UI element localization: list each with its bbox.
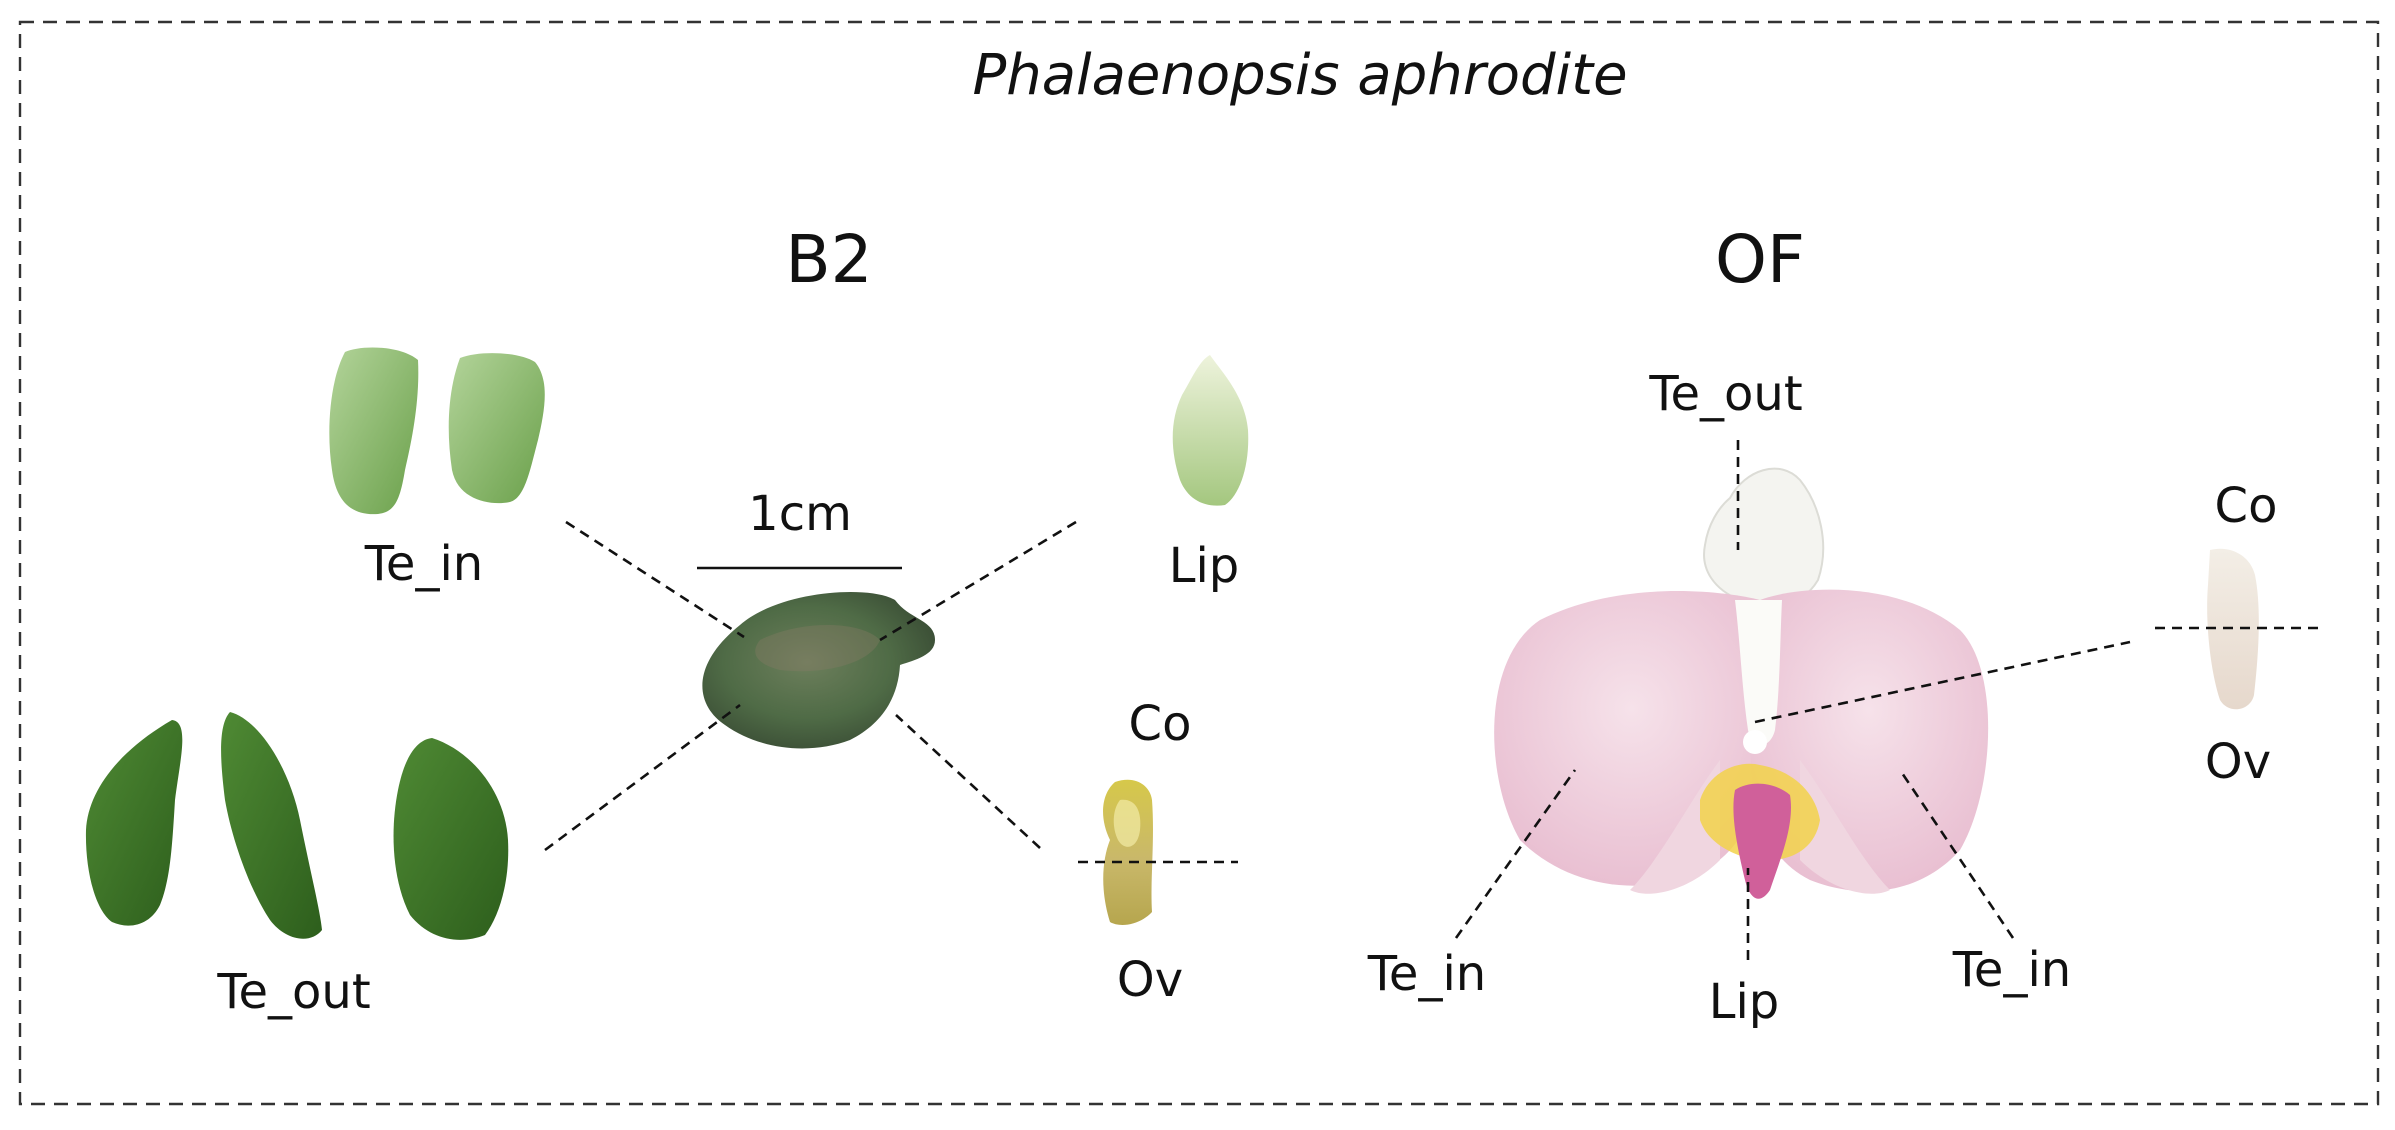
of-lateral-sepal-right xyxy=(1800,760,1890,894)
of-co-label: Co xyxy=(2215,478,2278,534)
of-ov-label: Ov xyxy=(2205,734,2271,790)
figure-title: Phalaenopsis aphrodite xyxy=(972,43,1627,108)
b2-heading: B2 xyxy=(785,221,872,298)
b2-column-highlight xyxy=(1113,799,1141,847)
b2-leader-lip xyxy=(879,520,1077,642)
of-lip-center xyxy=(1733,783,1791,899)
b2-outer-tepal-1 xyxy=(85,720,183,926)
of-leader-te-in-left xyxy=(1454,769,1577,939)
b2-lip xyxy=(1172,355,1249,506)
b2-te-in-label: Te_in xyxy=(364,536,483,592)
of-te-in-left-label: Te_in xyxy=(1367,946,1486,1002)
figure-frame xyxy=(18,20,2380,1106)
b2-outer-tepal-3 xyxy=(393,738,509,940)
of-leader-co-ov xyxy=(1754,640,2131,724)
panel-b2: B2 Te_in Te_out 1cm Lip Co Ov xyxy=(85,221,1249,1020)
b2-leader-te-in xyxy=(565,520,745,639)
of-te-out-label: Te_out xyxy=(1648,366,1802,422)
panel-of: OF Co Ov Te_out Te_in Lip Te_in xyxy=(1367,221,2325,1030)
of-lip-label: Lip xyxy=(1709,974,1780,1030)
b2-leader-co-ov xyxy=(895,714,1041,849)
b2-scale-bar-label: 1cm xyxy=(748,486,852,542)
b2-lip-label: Lip xyxy=(1169,538,1240,594)
b2-te-out-label: Te_out xyxy=(216,964,370,1020)
b2-inner-tepal-right xyxy=(448,353,545,504)
b2-flower-bud xyxy=(702,592,935,749)
of-lateral-sepal-left xyxy=(1630,760,1720,894)
b2-bud-highlight xyxy=(755,625,880,672)
b2-co-label: Co xyxy=(1129,696,1192,752)
b2-leader-te-out xyxy=(544,703,741,852)
of-column xyxy=(1735,600,1782,745)
b2-inner-tepal-left xyxy=(329,347,419,515)
of-heading: OF xyxy=(1715,221,1805,298)
of-column-tip xyxy=(1743,730,1767,754)
b2-ov-label: Ov xyxy=(1117,952,1183,1008)
b2-outer-tepal-2 xyxy=(221,712,322,939)
of-dorsal-sepal xyxy=(1703,467,1825,607)
of-te-in-right-label: Te_in xyxy=(1952,942,2071,998)
